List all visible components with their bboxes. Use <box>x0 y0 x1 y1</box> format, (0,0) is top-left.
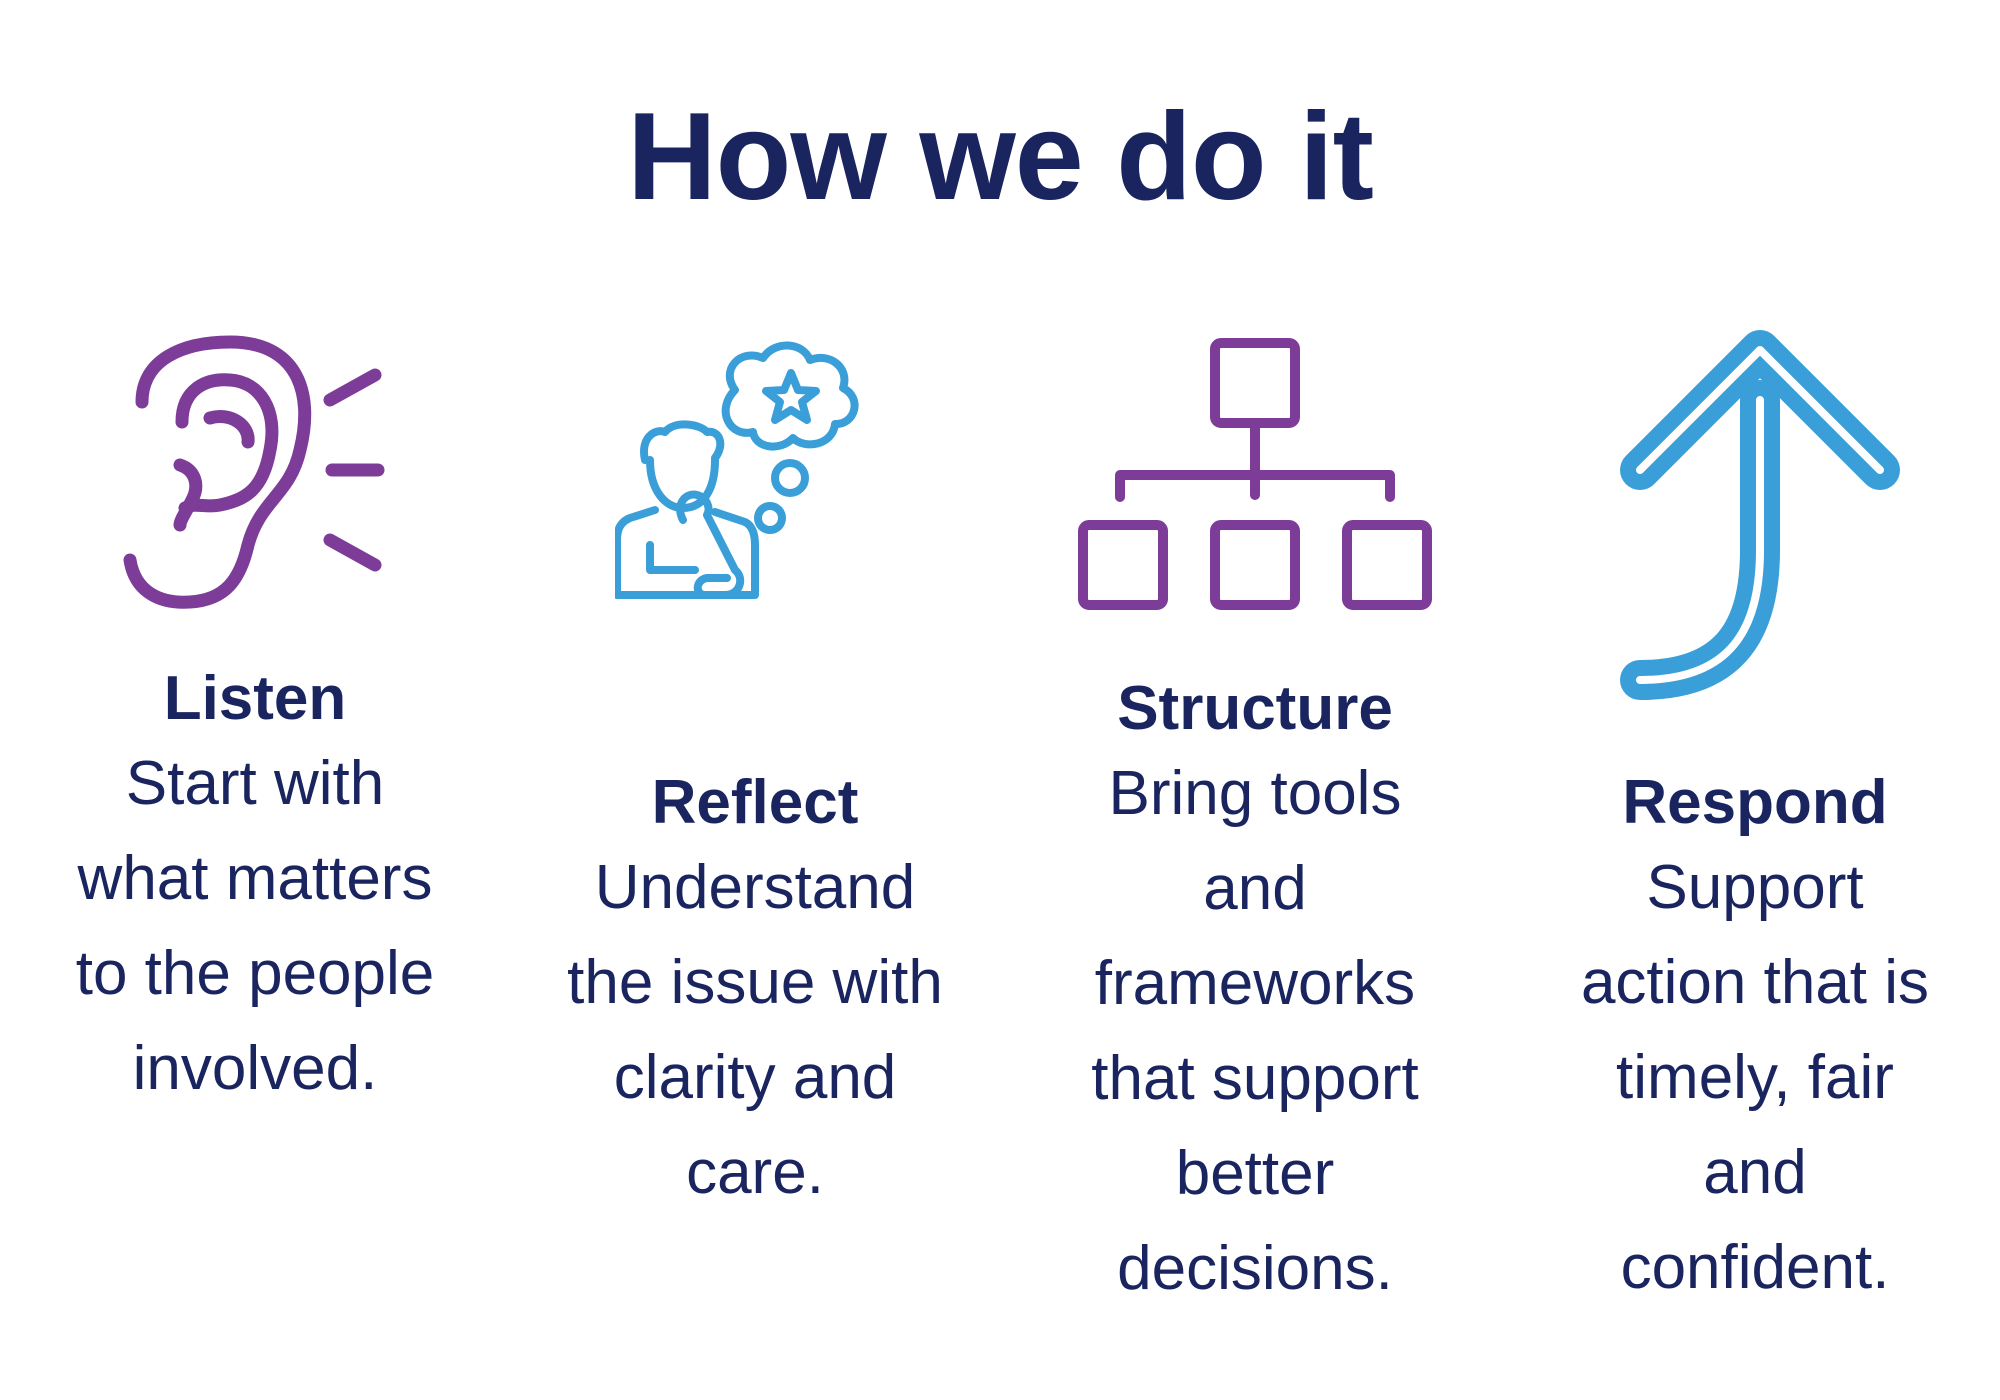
step-line: that support <box>1091 1044 1419 1114</box>
ear-icon <box>123 335 385 609</box>
step-line: Start with <box>125 749 385 819</box>
step-line: care. <box>686 1138 824 1208</box>
step-line: what matters <box>77 844 433 914</box>
up-arrow-icon <box>1620 330 1900 700</box>
step-line: timely, fair <box>1616 1043 1894 1113</box>
org-chart-icon <box>1078 338 1432 610</box>
step-line: to the people <box>75 939 435 1009</box>
step-line: involved. <box>132 1034 378 1104</box>
step-heading: Listen <box>163 664 347 733</box>
step-reflect: Reflect Understand the issue with clarit… <box>515 766 995 1220</box>
step-line: confident. <box>1620 1233 1890 1303</box>
step-listen: Listen Start with what matters to the pe… <box>15 662 495 1116</box>
step-line: clarity and <box>613 1043 897 1113</box>
step-line: frameworks <box>1094 949 1416 1019</box>
step-respond: Respond Support action that is timely, f… <box>1515 766 1995 1315</box>
step-line: action that is <box>1580 948 1930 1018</box>
step-heading: Structure <box>1117 674 1393 743</box>
step-line: the issue with <box>567 948 943 1018</box>
step-line: better <box>1175 1139 1335 1209</box>
step-line: Bring tools <box>1108 759 1402 829</box>
step-line: and <box>1203 854 1307 924</box>
step-line: and <box>1703 1138 1807 1208</box>
step-line: decisions. <box>1117 1234 1393 1304</box>
step-line: Support <box>1646 853 1864 923</box>
page-title: How we do it <box>627 88 1374 226</box>
thinking-person-icon <box>615 341 859 599</box>
step-structure: Structure Bring tools and frameworks tha… <box>1015 672 1495 1316</box>
step-line: Understand <box>594 853 916 923</box>
step-heading: Respond <box>1622 768 1888 837</box>
step-heading: Reflect <box>651 768 859 837</box>
